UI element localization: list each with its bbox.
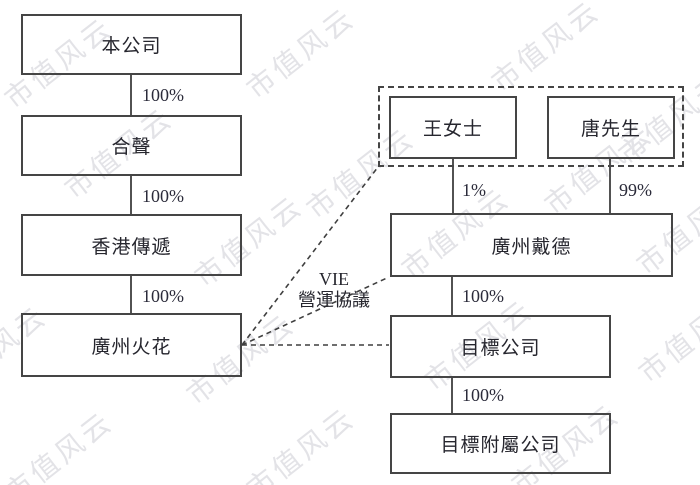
vie-line-huohua-to-owners — [241, 166, 379, 346]
pct-wang-to-daide: 1% — [462, 180, 486, 200]
pct-parent-to-hesheng: 100% — [142, 85, 184, 105]
vie-agreements-label: VIE 營運協議 — [279, 269, 389, 311]
node-parent-company-label: 本公司 — [101, 36, 162, 57]
owners-group-box — [378, 86, 684, 167]
pct-chuandi-to-huohua: 100% — [142, 286, 184, 306]
pct-target-to-subsidiary: 100% — [462, 385, 504, 405]
vie-agreements-label-line1: VIE — [319, 269, 349, 289]
node-hongkong-chuandi-label: 香港傳遞 — [91, 236, 172, 258]
node-guangzhou-daide-label: 廣州戴德 — [491, 236, 572, 258]
pct-tang-to-daide: 99% — [619, 180, 652, 200]
node-target-company-label: 目標公司 — [460, 338, 541, 359]
node-parent-company: 本公司 — [21, 14, 242, 75]
node-guangzhou-huohua: 廣州火花 — [21, 313, 242, 377]
node-target-subsidiary: 目標附屬公司 — [390, 413, 611, 474]
node-target-company: 目標公司 — [390, 315, 611, 378]
node-hongkong-chuandi: 香港傳遞 — [21, 214, 242, 276]
node-mr-tang-label: 唐先生 — [580, 119, 641, 140]
node-mr-tang: 唐先生 — [547, 96, 675, 159]
node-ms-wang: 王女士 — [389, 96, 517, 159]
node-guangzhou-huohua-label: 廣州火花 — [91, 336, 172, 358]
vie-agreements-label-line2: 營運協議 — [298, 290, 370, 310]
node-target-subsidiary-label: 目標附屬公司 — [440, 435, 561, 456]
node-hesheng-label: 合聲 — [111, 137, 152, 158]
pct-daide-to-target: 100% — [462, 286, 504, 306]
node-guangzhou-daide: 廣州戴德 — [390, 213, 673, 277]
node-hesheng: 合聲 — [21, 115, 242, 176]
node-ms-wang-label: 王女士 — [422, 119, 483, 140]
pct-hesheng-to-chuandi: 100% — [142, 186, 184, 206]
